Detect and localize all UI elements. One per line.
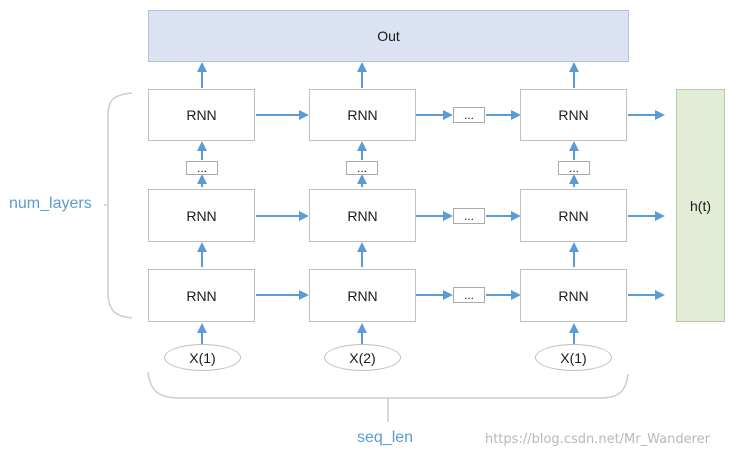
ellipsis-box-h-bot: ... [453, 287, 485, 303]
seq-len-brace [147, 371, 629, 399]
rnn-cell-bot-3: RNN [520, 269, 627, 322]
rnn-cell-mid-3: RNN [520, 189, 627, 242]
ellipsis-box-v-2: ... [346, 161, 378, 175]
num-layers-label: num_layers [9, 195, 92, 212]
rnn-cell-mid-2: RNN [309, 189, 416, 242]
rnn-cell-bot-1: RNN [148, 269, 255, 322]
input-node-1: X(1) [164, 344, 241, 371]
ellipsis-box-v-1: ... [186, 161, 218, 175]
ellipsis-box-h-top: ... [453, 107, 485, 123]
output-box: Out [148, 10, 629, 62]
hidden-state-box: h(t) [676, 89, 725, 322]
num-layers-brace [107, 92, 133, 319]
ellipsis-box-v-3: ... [558, 161, 590, 175]
input-node-2: X(2) [324, 344, 401, 371]
input-node-3: X(1) [535, 344, 612, 371]
rnn-cell-top-2: RNN [309, 89, 416, 141]
rnn-cell-bot-2: RNN [309, 269, 416, 322]
rnn-cell-top-1: RNN [148, 89, 255, 141]
rnn-cell-top-3: RNN [520, 89, 627, 141]
seq-len-label: seq_len [357, 429, 414, 446]
watermark: https://blog.csdn.net/Mr_Wanderer [485, 432, 710, 447]
ellipsis-box-h-mid: ... [453, 208, 485, 224]
rnn-cell-mid-1: RNN [148, 189, 255, 242]
